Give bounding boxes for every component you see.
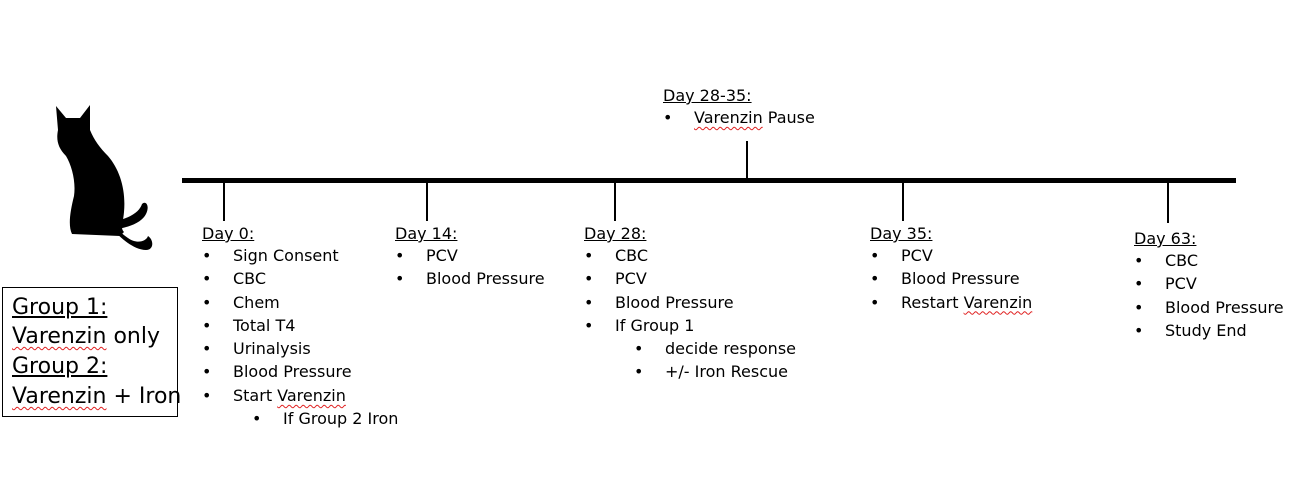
start-drug: Varenzin xyxy=(277,385,346,405)
day0-heading: Day 0: xyxy=(202,224,255,243)
tick-day28-35 xyxy=(746,141,748,179)
group1-desc-suffix: only xyxy=(106,324,160,349)
group2-title: Group 2: xyxy=(12,354,108,379)
list-item: CBC xyxy=(202,267,398,291)
day28-list: CBC PCV Blood Pressure If Group 1 decide… xyxy=(584,244,796,384)
list-item: Study End xyxy=(1134,319,1284,343)
day0-list: Sign Consent CBC Chem Total T4 Urinalysi… xyxy=(202,244,398,431)
list-item: Start Varenzin xyxy=(202,384,398,408)
day63-heading: Day 63: xyxy=(1134,229,1197,248)
timeline-axis xyxy=(182,178,1236,183)
list-item: Urinalysis xyxy=(202,337,398,361)
list-item: Restart Varenzin xyxy=(870,291,1033,315)
group1-drug: Varenzin xyxy=(12,324,107,349)
day35-list: PCV Blood Pressure Restart Varenzin xyxy=(870,244,1032,314)
day28-heading: Day 28: xyxy=(584,224,647,243)
tick-day14 xyxy=(426,183,428,221)
group1-title: Group 1: xyxy=(12,295,108,320)
day14-list: PCV Blood Pressure xyxy=(395,244,545,291)
pause-drug: Varenzin xyxy=(694,108,763,127)
list-item: Blood Pressure xyxy=(584,291,796,315)
group2-description: Varenzin + Iron xyxy=(12,382,181,412)
list-item: If Group 1 xyxy=(584,314,796,338)
start-text: Start xyxy=(233,385,278,405)
list-item: PCV xyxy=(395,244,545,268)
day63-list: CBC PCV Blood Pressure Study End xyxy=(1134,249,1284,342)
restart-drug: Varenzin xyxy=(963,292,1033,312)
group2-desc-suffix: + Iron xyxy=(106,384,182,409)
pause-list: Varenzin Pause xyxy=(663,106,815,130)
tick-day35 xyxy=(902,183,904,221)
list-item: CBC xyxy=(584,244,796,268)
list-subitem: If Group 2 Iron xyxy=(202,407,398,431)
group-legend: Group 1: Varenzin only Group 2: Varenzin… xyxy=(2,287,181,417)
group1-description: Varenzin only xyxy=(12,322,160,352)
list-item: Blood Pressure xyxy=(202,360,398,384)
tick-day63 xyxy=(1167,183,1169,223)
tick-day28 xyxy=(614,183,616,221)
pause-heading: Day 28-35: xyxy=(663,86,752,105)
day14-heading: Day 14: xyxy=(395,224,458,243)
list-item: Blood Pressure xyxy=(1134,296,1284,320)
list-item: Varenzin Pause xyxy=(663,106,815,130)
list-item: PCV xyxy=(584,267,796,291)
cat-silhouette-icon xyxy=(56,105,153,250)
list-item: PCV xyxy=(870,244,1032,268)
list-subitem: decide response xyxy=(584,337,796,361)
group2-drug: Varenzin xyxy=(12,384,107,409)
list-item: Chem xyxy=(202,291,398,315)
list-subitem: +/- Iron Rescue xyxy=(584,360,796,384)
list-item: CBC xyxy=(1134,249,1284,273)
list-item: Blood Pressure xyxy=(395,267,545,291)
list-item: Total T4 xyxy=(202,314,398,338)
pause-text: Pause xyxy=(762,108,815,127)
list-item: Sign Consent xyxy=(202,244,398,268)
restart-text: Restart xyxy=(901,292,964,312)
list-item: Blood Pressure xyxy=(870,267,1032,291)
day35-heading: Day 35: xyxy=(870,224,933,243)
tick-day0 xyxy=(223,183,225,221)
list-item: PCV xyxy=(1134,272,1284,296)
